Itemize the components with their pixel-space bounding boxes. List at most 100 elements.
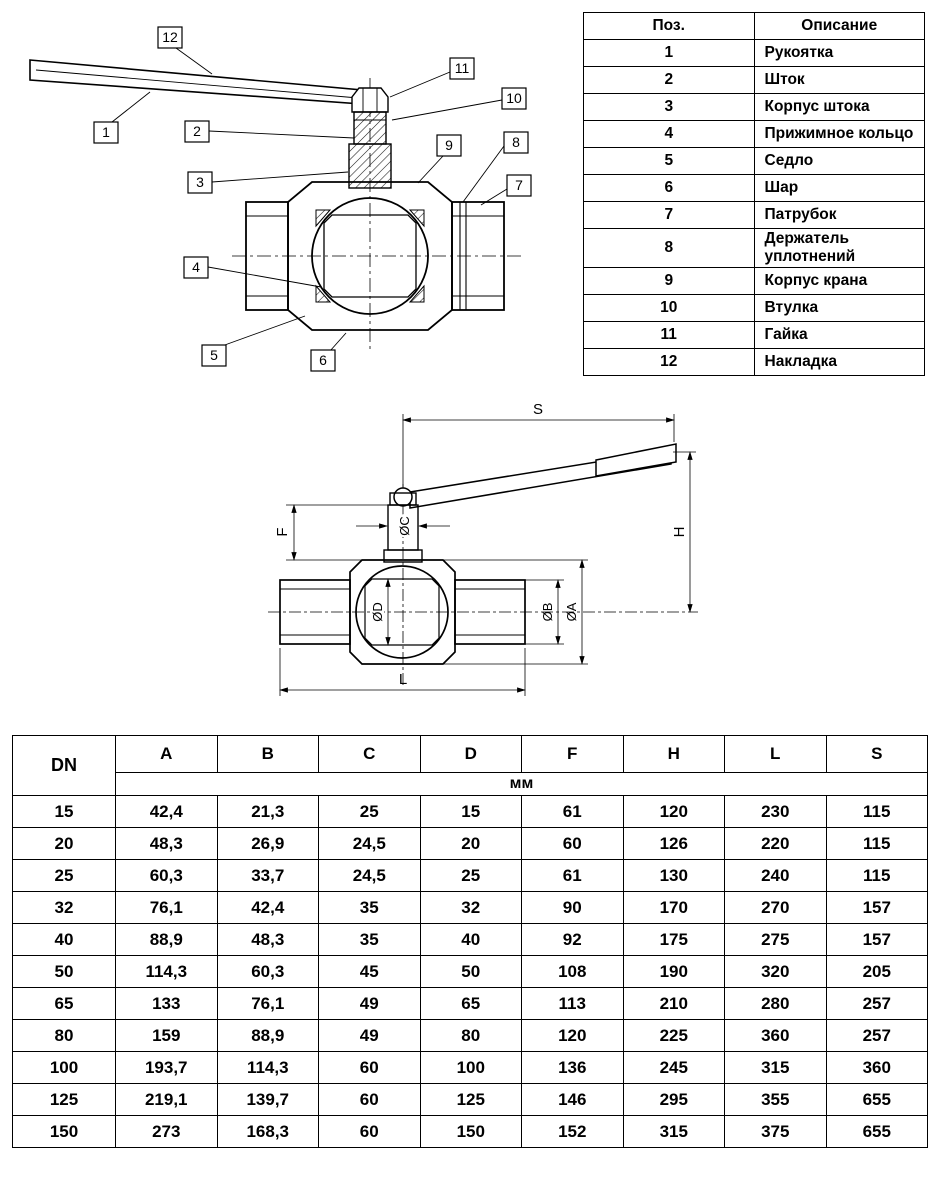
table-cell: 175 — [622, 923, 725, 956]
table-cell: 130 — [622, 859, 725, 892]
table-cell: 40 — [419, 923, 522, 956]
table-cell: 90 — [521, 891, 624, 924]
table-cell: 120 — [622, 795, 725, 828]
table-cell: 139,7 — [216, 1083, 319, 1116]
table-cell: 7 — [583, 201, 755, 229]
callout-7-label: 7 — [515, 177, 523, 193]
table-cell: 65 — [12, 987, 116, 1020]
table-cell: 60 — [318, 1083, 421, 1116]
callout-5-label: 5 — [210, 347, 218, 363]
table-cell: 24,5 — [318, 859, 421, 892]
table-cell: 108 — [521, 955, 624, 988]
table-cell: 9 — [583, 267, 755, 295]
dimensions-table-header-l: L — [724, 735, 827, 773]
table-cell: 133 — [115, 987, 218, 1020]
table-cell: 157 — [825, 891, 928, 924]
table-cell: 240 — [724, 859, 827, 892]
ball — [311, 197, 429, 315]
table-cell: 48,3 — [115, 827, 218, 860]
table-cell: 114,3 — [115, 955, 218, 988]
leader-lines — [111, 47, 508, 352]
handle — [393, 443, 677, 509]
table-cell: 15 — [12, 795, 116, 828]
table-cell: 12 — [583, 348, 755, 376]
callout-5: 5 — [201, 344, 227, 367]
table-cell: Корпус штока — [753, 93, 925, 121]
table-cell: 205 — [825, 955, 928, 988]
callout-6: 6 — [310, 349, 336, 372]
callout-4: 4 — [183, 256, 209, 279]
table-cell: 42,4 — [216, 891, 319, 924]
table-cell: 4 — [583, 120, 755, 148]
dimensions-table-header-b: B — [216, 735, 319, 773]
table-cell: 210 — [622, 987, 725, 1020]
dim-label-L: L — [399, 671, 407, 688]
table-cell: Седло — [753, 147, 925, 175]
dimension-lines — [279, 414, 696, 696]
callout-2-label: 2 — [193, 123, 201, 139]
table-cell: Шар — [753, 174, 925, 202]
callout-12-label: 12 — [162, 29, 178, 45]
dimensions-table-unit: мм — [115, 772, 928, 796]
valve-dimensions-drawing: S H F ØC ØD ØB ØA L — [258, 400, 708, 725]
table-cell: Шток — [753, 66, 925, 94]
table-cell: 125 — [12, 1083, 116, 1116]
callout-11: 11 — [449, 57, 475, 80]
callout-2: 2 — [184, 120, 210, 143]
table-cell: 88,9 — [115, 923, 218, 956]
table-cell: 32 — [12, 891, 116, 924]
table-cell: 315 — [724, 1051, 827, 1084]
table-cell: 168,3 — [216, 1115, 319, 1148]
table-cell: 88,9 — [216, 1019, 319, 1052]
table-cell: 80 — [12, 1019, 116, 1052]
table-cell: 152 — [521, 1115, 624, 1148]
table-cell: 20 — [419, 827, 522, 860]
callout-7: 7 — [506, 174, 532, 197]
table-cell: Втулка — [753, 294, 925, 322]
dimensions-table-units-row: мм — [13, 772, 928, 796]
callout-9: 9 — [436, 134, 462, 157]
table-cell: 270 — [724, 891, 827, 924]
parts-table-header-pos: Поз. — [583, 12, 755, 40]
table-cell: 157 — [825, 923, 928, 956]
dimensions-table-header-a: A — [115, 735, 218, 773]
valve-parts-drawing: 12 11 10 1 2 — [0, 0, 572, 396]
valve-body — [287, 181, 453, 331]
table-cell: 76,1 — [115, 891, 218, 924]
callout-10-label: 10 — [506, 90, 522, 106]
table-cell: 193,7 — [115, 1051, 218, 1084]
table-cell: 61 — [521, 795, 624, 828]
table-cell: Накладка — [753, 348, 925, 376]
pipes — [245, 201, 505, 311]
table-cell: 360 — [724, 1019, 827, 1052]
table-cell: 8 — [583, 228, 755, 268]
table-cell: 295 — [622, 1083, 725, 1116]
dimensions-table-header-h: H — [622, 735, 725, 773]
table-cell: 1 — [583, 39, 755, 67]
valve-parts-drawing-svg: 12 11 10 1 2 — [29, 26, 532, 372]
table-cell: Корпус крана — [753, 267, 925, 295]
ball — [355, 565, 449, 659]
table-cell: 6 — [583, 174, 755, 202]
table-cell: 49 — [318, 1019, 421, 1052]
table-cell: 100 — [12, 1051, 116, 1084]
callout-8: 8 — [503, 131, 529, 154]
table-cell: 45 — [318, 955, 421, 988]
ball-bore — [323, 214, 417, 298]
